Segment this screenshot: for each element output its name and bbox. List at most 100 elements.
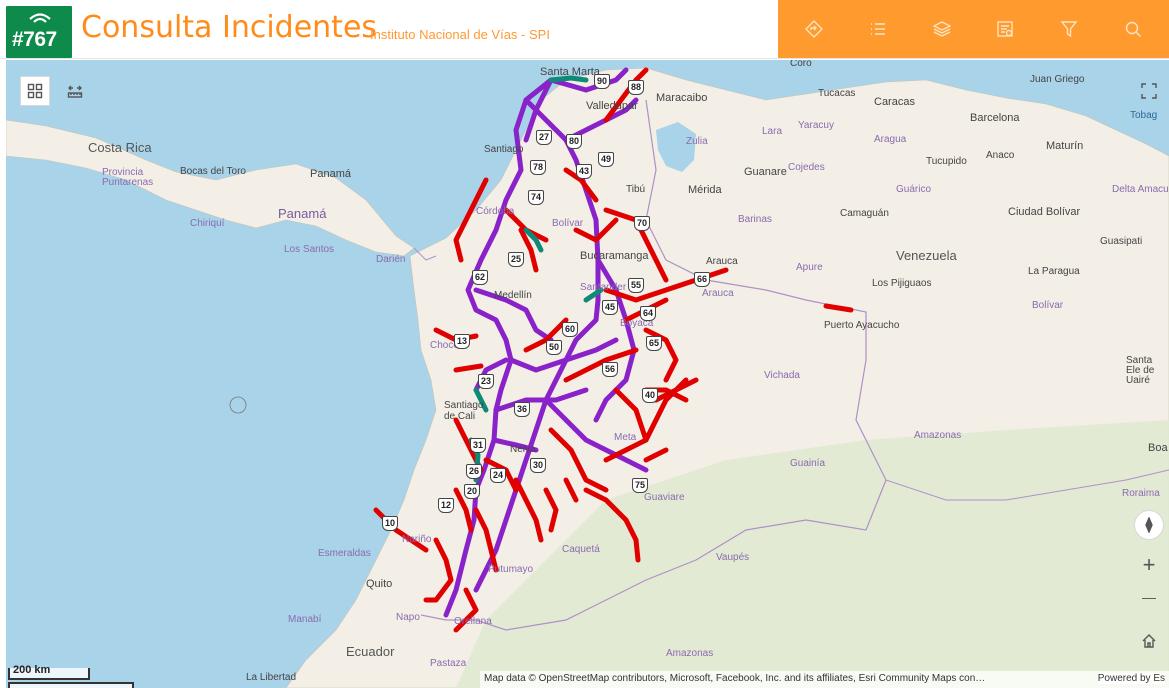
place-guasipati: Guasipati	[1100, 236, 1143, 247]
place-amazonas-co: Amazonas	[666, 648, 714, 659]
place-tucupido: Tucupido	[926, 156, 967, 167]
place-maturin: Maturín	[1046, 140, 1084, 152]
place-esmeraldas: Esmeraldas	[318, 548, 371, 559]
place-ciudad-bolivar: Ciudad Bolívar	[1008, 206, 1081, 218]
place-lara: Lara	[762, 126, 783, 137]
place-provincia: Provincia Puntarenas	[102, 167, 154, 188]
basemap-gallery-button[interactable]	[20, 76, 50, 106]
place-aragua: Aragua	[874, 134, 907, 145]
basemap-gallery-icon	[27, 83, 43, 99]
toolbar	[778, 0, 1169, 58]
route-shield: 56	[602, 362, 619, 377]
app-header: #767 Consulta Incidentes Instituto Nacio…	[0, 0, 1169, 59]
place-tucacas: Tucacas	[818, 88, 856, 99]
place-meta: Meta	[614, 432, 637, 443]
route-shield: 43	[576, 164, 593, 179]
route-shield: 31	[470, 438, 487, 453]
route-shield: 36	[514, 402, 531, 417]
place-tobago: Tobag	[1130, 110, 1158, 121]
island-malpelo	[229, 396, 247, 414]
route-shield: 80	[566, 134, 583, 149]
filter-icon	[1060, 21, 1078, 38]
forest-area	[456, 420, 1169, 688]
place-santander: Santander	[580, 282, 627, 293]
route-shield: 50	[546, 340, 563, 355]
place-amazonas-ve: Amazonas	[914, 430, 962, 441]
fullscreen-button[interactable]	[1134, 76, 1164, 106]
search-icon	[1125, 21, 1142, 37]
place-santiago: Santiago	[484, 144, 524, 155]
route-shield: 25	[508, 252, 525, 267]
fullscreen-icon	[1141, 83, 1157, 99]
legend-icon	[997, 21, 1014, 37]
place-bucaramanga: Bucaramanga	[580, 250, 649, 262]
place-los-pijiguaos: Los Pijiguaos	[872, 278, 932, 289]
route-shield: 24	[490, 468, 507, 483]
place-napo: Napo	[396, 612, 420, 623]
place-quito: Quito	[366, 578, 393, 590]
compass-icon	[1145, 517, 1153, 533]
place-bocas: Bocas del Toro	[180, 166, 246, 177]
measure-button[interactable]	[60, 76, 90, 106]
map-view[interactable]: Santa Marta Coro Juan Griego Maracaibo V…	[6, 60, 1169, 688]
place-anaco: Anaco	[986, 150, 1015, 161]
route-shield: 62	[472, 270, 489, 285]
place-cojedes: Cojedes	[788, 162, 825, 173]
scale-bar: 200 km	[8, 664, 136, 688]
place-guaviare: Guaviare	[644, 492, 685, 503]
route-shield: 88	[628, 80, 645, 95]
place-delta: Delta Amacu	[1112, 184, 1169, 195]
place-narino: Nariño	[402, 534, 432, 545]
place-manabi: Manabí	[288, 614, 322, 625]
route-shield: 60	[562, 322, 579, 337]
place-juan-griego: Juan Griego	[1030, 74, 1085, 85]
place-los-santos: Los Santos	[284, 244, 335, 255]
place-cordoba: Córdoba	[476, 206, 515, 217]
search-tool-button[interactable]	[1113, 9, 1153, 49]
place-neiva: Neiva	[510, 444, 536, 455]
place-cali: Santiago de Cali	[444, 400, 484, 422]
list-tool-button[interactable]	[858, 9, 898, 49]
place-bolivar-ve: Bolívar	[1032, 300, 1064, 311]
place-guanare: Guanare	[744, 166, 787, 178]
place-merida: Mérida	[688, 184, 722, 196]
scale-bar-metric	[8, 668, 90, 680]
place-darien: Darién	[376, 254, 406, 265]
place-la-paragua: La Paragua	[1028, 266, 1080, 277]
route-shield: 20	[464, 484, 481, 499]
route-shield: 66	[694, 272, 711, 287]
zoom-out-button[interactable]: —	[1142, 589, 1156, 605]
diamond-arrow-icon	[804, 20, 823, 38]
place-arauca-dept: Arauca	[702, 288, 734, 299]
route-shield: 23	[478, 374, 495, 389]
scale-label: 200 km	[13, 664, 51, 676]
home-button[interactable]	[1134, 626, 1164, 656]
border-ve-br	[885, 469, 1169, 501]
route-shield: 12	[438, 498, 455, 513]
map-attribution[interactable]: Map data © OpenStreetMap contributors, M…	[480, 671, 1169, 688]
layers-tool-button[interactable]	[922, 9, 962, 49]
place-guainia: Guainía	[790, 458, 826, 469]
route-shield: 90	[594, 74, 611, 89]
place-santa-elena: Santa Ele de Uairé	[1126, 355, 1155, 386]
place-apure: Apure	[796, 262, 823, 273]
place-barinas: Barinas	[738, 214, 772, 225]
route-shield: 75	[632, 478, 649, 493]
directions-tool-button[interactable]	[794, 9, 834, 49]
place-venezuela: Venezuela	[896, 248, 957, 263]
legend-tool-button[interactable]	[985, 9, 1025, 49]
place-orellana: Orellana	[454, 616, 492, 627]
place-valledupar: Valledupar	[586, 100, 638, 112]
route-shield: 10	[382, 516, 399, 531]
compass-button[interactable]	[1134, 510, 1164, 540]
filter-tool-button[interactable]	[1049, 9, 1089, 49]
place-tibu: Tibú	[626, 184, 646, 195]
place-puerto-ayacucho: Puerto Ayacucho	[824, 320, 900, 331]
place-panama-city: Panamá	[310, 168, 351, 180]
place-vaupes: Vaupés	[716, 552, 750, 563]
page-subtitle: Instituto Nacional de Vías - SPI	[370, 27, 550, 42]
zoom-in-button[interactable]: +	[1142, 552, 1156, 577]
powered-by-link[interactable]: Powered by Es	[1097, 673, 1165, 684]
place-ecuador: Ecuador	[346, 644, 395, 659]
place-boyaca: Boyacá	[620, 318, 654, 329]
